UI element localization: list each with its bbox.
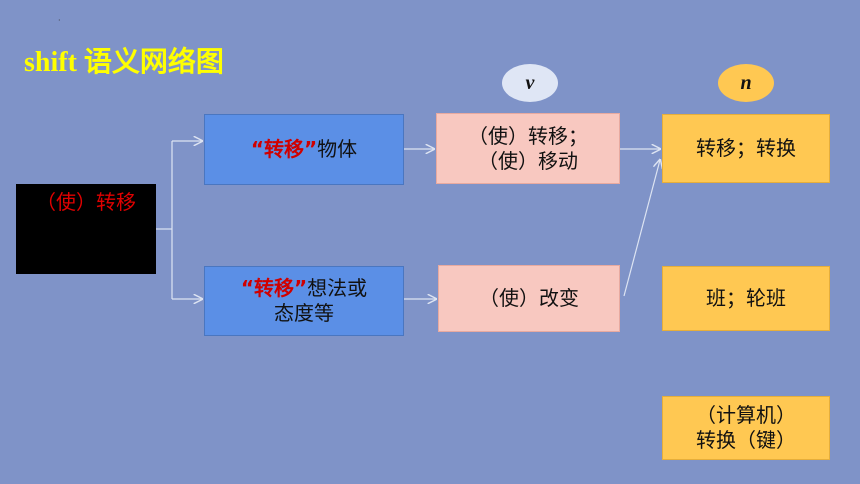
branch2-text-line2: 态度等 — [274, 301, 334, 325]
branch1-node: “转移”物体 — [204, 114, 404, 185]
branch1-text: 物体 — [317, 137, 358, 161]
root-node: （使）转移 — [16, 184, 156, 274]
verb-label-oval: v — [502, 64, 558, 102]
verb2-label: （使）改变 — [479, 286, 579, 310]
noun-label-oval: n — [718, 64, 774, 102]
noun3-line2: 转换（键） — [696, 428, 796, 452]
verb2-node: （使）改变 — [438, 265, 620, 332]
noun1-label: 转移；转换 — [696, 136, 796, 160]
root-label: （使）转移 — [36, 190, 136, 214]
branch2-node: “转移”想法或 态度等 — [204, 266, 404, 336]
branch1-quote: “转移” — [250, 137, 318, 161]
verb1-line1: （使）转移； — [468, 123, 588, 148]
branch2-text: 想法或 — [307, 276, 368, 300]
noun1-node: 转移；转换 — [662, 114, 830, 183]
noun-label: n — [740, 71, 752, 94]
noun2-label: 班；轮班 — [706, 286, 786, 310]
verb1-line2: （使）移动 — [478, 148, 578, 173]
verb1-node: （使）转移； （使）移动 — [436, 113, 620, 184]
noun3-line1: （计算机） — [696, 403, 796, 427]
page-title: shift 语义网络图 — [24, 47, 224, 78]
branch2-quote: “转移” — [240, 276, 308, 300]
noun2-node: 班；轮班 — [662, 266, 830, 331]
corner-mark: · — [58, 16, 61, 25]
verb-label: v — [525, 71, 535, 94]
arrow-verb2-noun1 — [623, 160, 660, 297]
noun3-node: （计算机） 转换（键） — [662, 396, 830, 460]
